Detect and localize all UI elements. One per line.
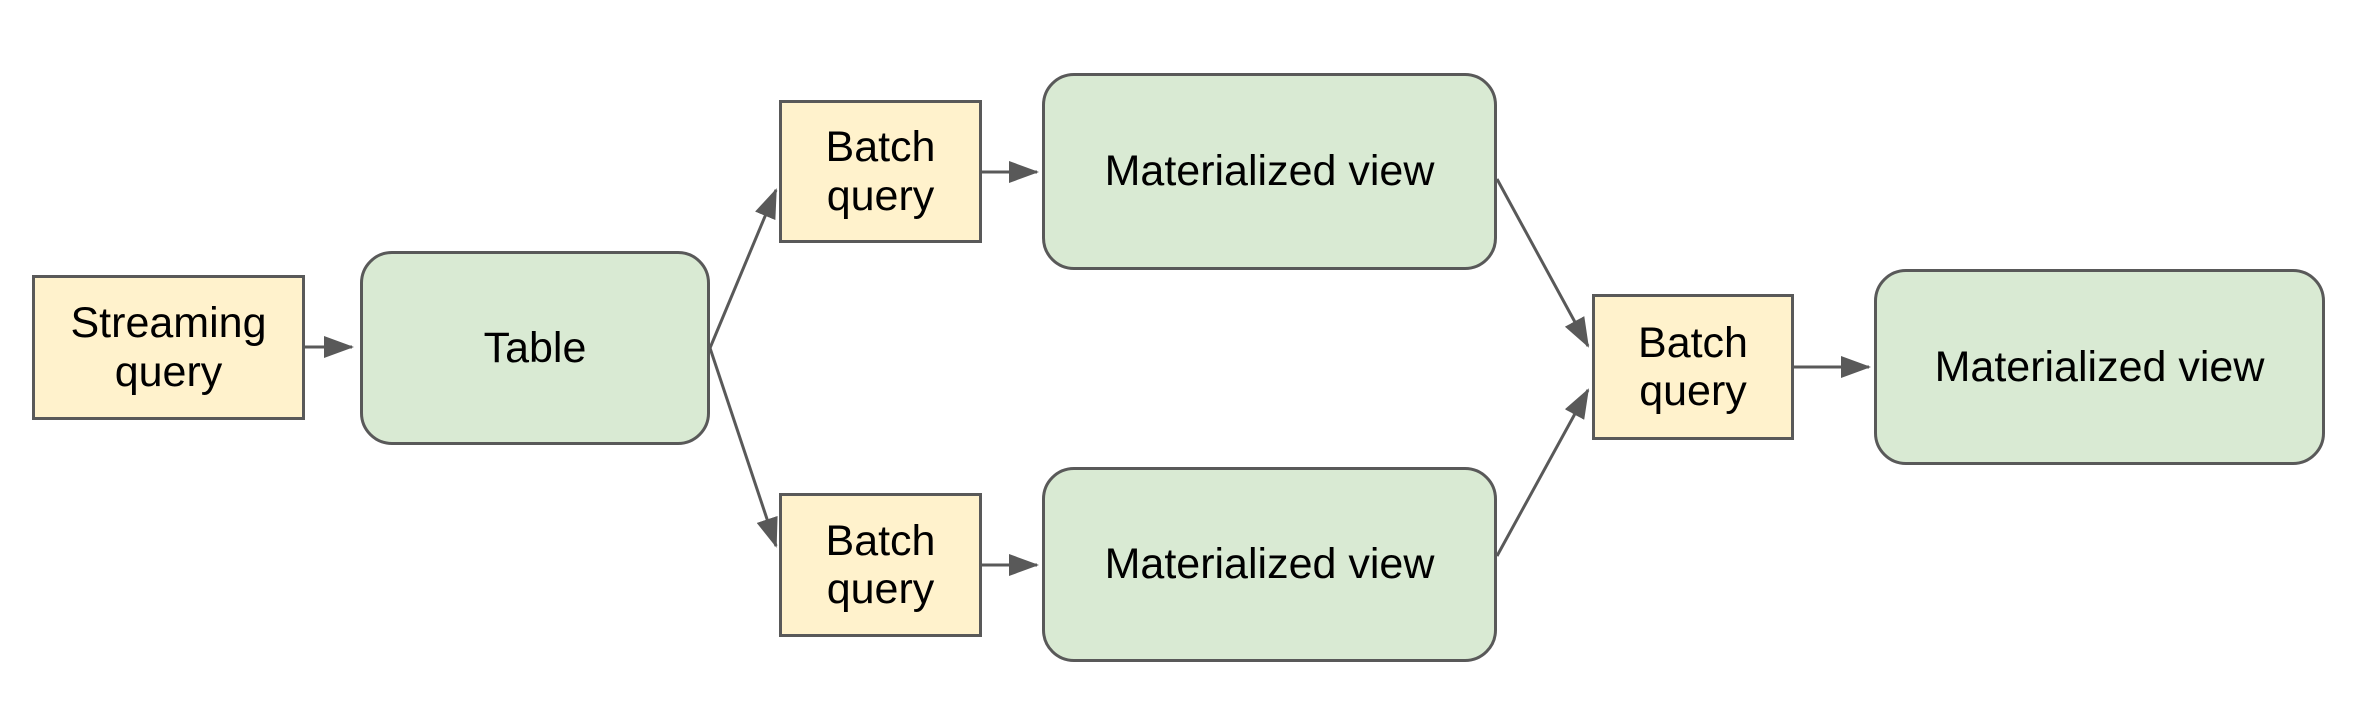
node-streaming-query: Streaming query: [32, 275, 305, 420]
node-batch-query-top: Batch query: [779, 100, 982, 243]
node-materialized-view-bottom: Materialized view: [1042, 467, 1497, 662]
node-streaming-query-label: Streaming query: [70, 299, 267, 396]
node-table-label: Table: [483, 323, 587, 372]
edge-table-to-batch-query-top: [708, 188, 778, 349]
node-batch-query-top-label: Batch query: [825, 123, 936, 220]
node-batch-query-right-label: Batch query: [1638, 318, 1748, 415]
node-table: Table: [360, 251, 710, 445]
edge-materialized-view-top-to-batch-query-right: [1495, 178, 1590, 348]
edge-materialized-view-bottom-to-batch-query-right: [1495, 388, 1590, 557]
node-materialized-view-right-label: Materialized view: [1934, 342, 2265, 391]
node-materialized-view-right: Materialized view: [1874, 269, 2325, 465]
node-batch-query-bottom-label: Batch query: [825, 516, 936, 613]
node-batch-query-bottom: Batch query: [779, 493, 982, 637]
node-materialized-view-bottom-label: Materialized view: [1104, 540, 1435, 589]
node-materialized-view-top-label: Materialized view: [1104, 147, 1435, 196]
node-materialized-view-top: Materialized view: [1042, 73, 1497, 270]
node-batch-query-right: Batch query: [1592, 294, 1794, 440]
edge-table-to-batch-query-bottom: [708, 347, 778, 548]
